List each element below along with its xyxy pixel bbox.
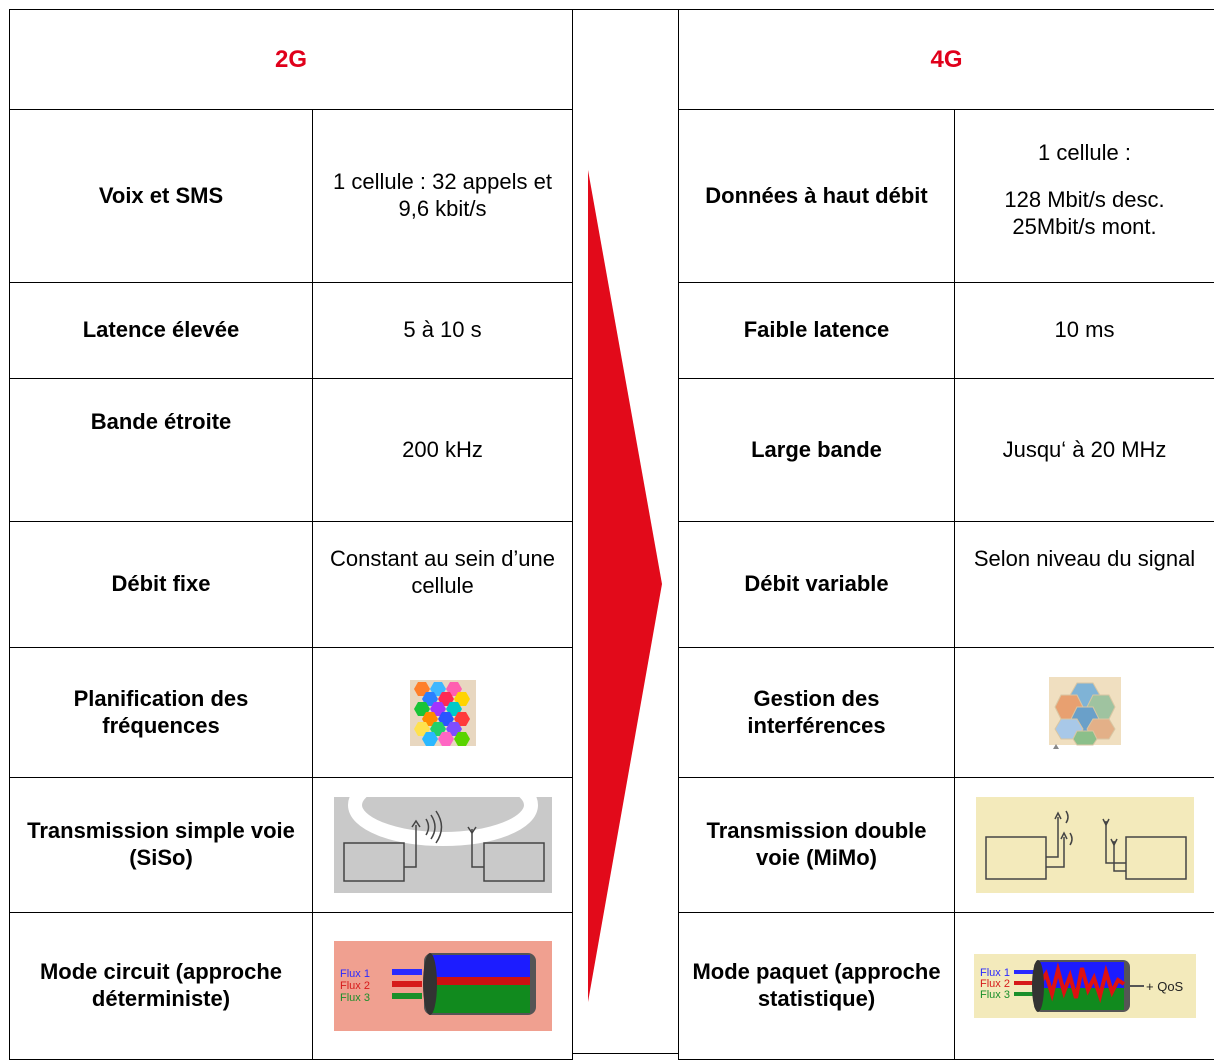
row-value: 1 cellule : 128 Mbit/s desc. 25Mbit/s mo… — [953, 109, 1214, 283]
red-arrow-icon — [588, 170, 662, 1002]
row-label: Mode paquet (approche statistique) — [678, 912, 955, 1060]
table-4g: 4G Données à haut débit 1 cellule : 128 … — [677, 9, 1214, 1060]
table-row: Débit variable Selon niveau du signal — [678, 521, 1214, 648]
row-label: Faible latence — [678, 282, 955, 379]
value-line: 25Mbit/s mont. — [1012, 213, 1157, 239]
interference-management-hex-image — [1048, 676, 1121, 749]
circuit-mode-cable-image: Flux 1 Flux 2 Flux 3 — [333, 941, 552, 1031]
row-value: 200 kHz — [311, 378, 574, 522]
table-row: Gestion des interférences — [678, 647, 1214, 778]
row-value: Jusqu‘ à 20 MHz — [953, 378, 1214, 522]
row-label: Données à haut débit — [678, 109, 955, 283]
row-image: Flux 1 Flux 2 Flux 3 + QoS — [953, 912, 1214, 1060]
row-image — [953, 777, 1214, 913]
row-label: Mode circuit (approche déterministe) — [9, 912, 313, 1060]
qos-label: + QoS — [1146, 979, 1184, 994]
mimo-antenna-image — [975, 797, 1194, 893]
row-label: Débit fixe — [9, 521, 313, 648]
row-value: 10 ms — [953, 282, 1214, 379]
frequency-planning-hex-image — [409, 679, 476, 746]
row-image — [311, 647, 574, 778]
siso-antenna-image — [333, 797, 552, 893]
row-label: Voix et SMS — [9, 109, 313, 283]
row-label: Débit variable — [678, 521, 955, 648]
row-image — [953, 647, 1214, 778]
row-value: 1 cellule : 32 appels et 9,6 kbit/s — [311, 109, 574, 283]
value-line: 1 cellule : — [1038, 140, 1131, 165]
row-label: Latence élevée — [9, 282, 313, 379]
table-row: Transmission simple voie (SiSo) — [9, 777, 574, 913]
table-row: 2G — [8, 9, 574, 110]
row-image — [311, 777, 574, 913]
bottom-border — [572, 1053, 678, 1054]
table-row: Bande étroite 200 kHz — [9, 378, 574, 522]
flux-3-label: Flux 3 — [980, 989, 1010, 1001]
table-row: Mode circuit (approche déterministe) Flu… — [9, 912, 574, 1060]
row-image: Flux 1 Flux 2 Flux 3 — [311, 912, 574, 1060]
table-row: Large bande Jusqu‘ à 20 MHz — [678, 378, 1214, 522]
flux-2-label: Flux 2 — [340, 980, 370, 992]
row-label: Bande étroite — [9, 378, 313, 522]
header-4g: 4G — [677, 9, 1214, 110]
row-label: Transmission simple voie (SiSo) — [9, 777, 313, 913]
row-value: Constant au sein d’une cellule — [311, 521, 574, 648]
row-label: Gestion des interférences — [678, 647, 955, 778]
table-row: 4G — [677, 9, 1214, 110]
flux-1-label: Flux 1 — [980, 967, 1010, 979]
table-row: Latence élevée 5 à 10 s — [9, 282, 574, 379]
row-value: 5 à 10 s — [311, 282, 574, 379]
flux-1-label: Flux 1 — [340, 968, 370, 980]
header-2g: 2G — [8, 9, 574, 110]
row-value: Selon niveau du signal — [953, 521, 1214, 648]
row-label: Transmission double voie (MiMo) — [678, 777, 955, 913]
table-row: Faible latence 10 ms — [678, 282, 1214, 379]
value-line: 128 Mbit/s desc. — [1004, 186, 1165, 212]
packet-mode-cable-image: Flux 1 Flux 2 Flux 3 + QoS — [973, 954, 1196, 1018]
row-label: Planification des fréquences — [9, 647, 313, 778]
table-row: Mode paquet (approche statistique) Flux … — [678, 912, 1214, 1060]
table-row: Voix et SMS 1 cellule : 32 appels et 9,6… — [9, 109, 574, 283]
table-row: Débit fixe Constant au sein d’une cellul… — [9, 521, 574, 648]
table-row: Transmission double voie (MiMo) — [678, 777, 1214, 913]
row-label: Large bande — [678, 378, 955, 522]
top-border — [572, 9, 678, 10]
flux-2-label: Flux 2 — [980, 978, 1010, 990]
flux-3-label: Flux 3 — [340, 992, 370, 1004]
table-row: Planification des fréquences — [9, 647, 574, 778]
table-2g: 2G Voix et SMS 1 cellule : 32 appels et … — [8, 9, 574, 1060]
table-row: Données à haut débit 1 cellule : 128 Mbi… — [678, 109, 1214, 283]
